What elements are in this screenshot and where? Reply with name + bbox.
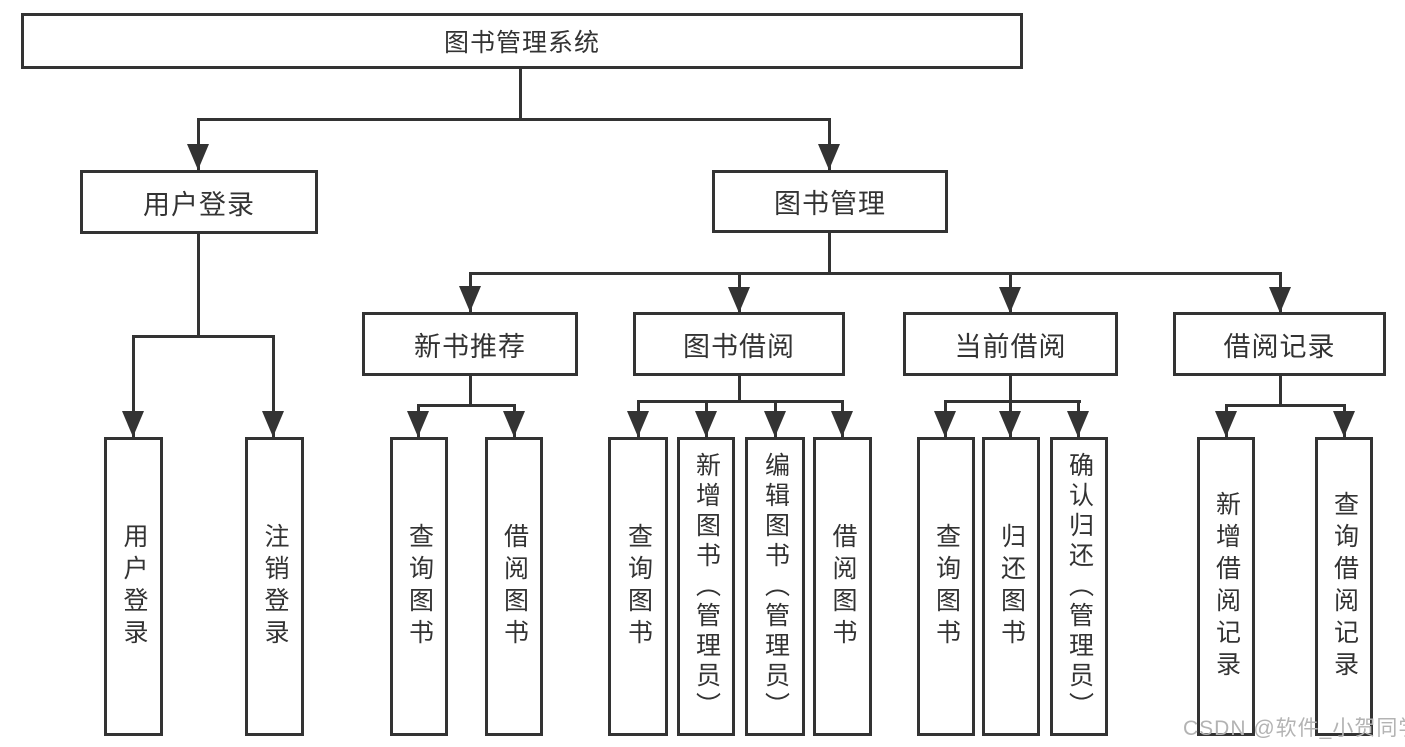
arrowhead-icon xyxy=(831,411,853,437)
leaf-label: 查询借阅记录 xyxy=(1330,490,1359,683)
connector xyxy=(944,400,1081,403)
leaf-query-books-current: 查询图书 xyxy=(917,437,975,736)
node-library-system: 图书管理系统 xyxy=(21,13,1023,69)
arrowhead-icon xyxy=(1269,287,1291,313)
connector xyxy=(1279,376,1282,406)
arrowhead-icon xyxy=(999,287,1021,313)
arrowhead-icon xyxy=(122,411,144,437)
connector xyxy=(637,400,844,403)
node-borrowing-records: 借阅记录 xyxy=(1173,312,1386,376)
arrowhead-icon xyxy=(934,411,956,437)
node-label: 图书借阅 xyxy=(683,331,795,362)
node-book-management: 图书管理 xyxy=(712,170,948,233)
arrowhead-icon xyxy=(1333,411,1355,437)
node-new-book-recommend: 新书推荐 xyxy=(362,312,578,376)
leaf-label: 编辑图书（管理员） xyxy=(761,451,790,722)
leaf-query-books-recommend: 查询图书 xyxy=(390,437,448,736)
node-current-borrowing: 当前借阅 xyxy=(903,312,1118,376)
leaf-label: 查询图书 xyxy=(405,522,434,651)
arrowhead-icon xyxy=(728,287,750,313)
arrowhead-icon xyxy=(999,411,1021,437)
connector xyxy=(417,404,516,407)
leaf-add-book-admin: 新增图书（管理员） xyxy=(677,437,735,736)
arrowhead-icon xyxy=(459,286,481,312)
leaf-label: 归还图书 xyxy=(997,522,1026,651)
node-book-borrowing: 图书借阅 xyxy=(633,312,845,376)
leaf-return-book: 归还图书 xyxy=(982,437,1040,736)
connector xyxy=(132,335,275,338)
leaf-user-login: 用户登录 xyxy=(104,437,163,736)
leaf-borrow-books-recommend: 借阅图书 xyxy=(485,437,543,736)
leaf-add-borrow-record: 新增借阅记录 xyxy=(1197,437,1255,736)
leaf-query-borrow-record: 查询借阅记录 xyxy=(1315,437,1373,736)
connector xyxy=(197,234,200,337)
node-label: 图书管理系统 xyxy=(443,29,600,57)
node-label: 当前借阅 xyxy=(954,331,1067,362)
connector xyxy=(272,335,275,437)
leaf-confirm-return-admin: 确认归还（管理员） xyxy=(1050,437,1108,736)
arrowhead-icon xyxy=(1067,411,1089,437)
leaf-query-books-borrowing: 查询图书 xyxy=(608,437,668,736)
connector xyxy=(469,376,472,406)
connector xyxy=(132,335,135,437)
connector xyxy=(1009,376,1012,402)
arrowhead-icon xyxy=(407,411,429,437)
csdn-watermark: CSDN @软件_小贺同学 xyxy=(1183,717,1405,740)
leaf-label: 确认归还（管理员） xyxy=(1065,451,1094,722)
arrowhead-icon xyxy=(187,144,209,170)
leaf-label: 查询图书 xyxy=(624,522,653,651)
arrowhead-icon xyxy=(818,144,840,170)
connector xyxy=(738,376,741,402)
arrowhead-icon xyxy=(262,411,284,437)
leaf-label: 注销登录 xyxy=(261,522,289,651)
node-user-login: 用户登录 xyxy=(80,170,318,234)
leaf-edit-book-admin: 编辑图书（管理员） xyxy=(745,437,805,736)
leaf-label: 用户登录 xyxy=(120,522,148,651)
leaf-label: 新增借阅记录 xyxy=(1212,490,1241,683)
arrowhead-icon xyxy=(764,411,786,437)
connector xyxy=(828,233,831,275)
arrowhead-icon xyxy=(503,411,525,437)
connector xyxy=(469,272,1282,275)
arrowhead-icon xyxy=(695,411,717,437)
connector xyxy=(197,118,831,121)
node-label: 图书管理 xyxy=(774,189,886,219)
leaf-logout: 注销登录 xyxy=(245,437,304,736)
node-label: 借阅记录 xyxy=(1223,331,1336,362)
arrowhead-icon xyxy=(627,411,649,437)
node-label: 用户登录 xyxy=(143,189,255,220)
leaf-label: 借阅图书 xyxy=(500,522,529,651)
connector xyxy=(519,68,522,118)
node-label: 新书推荐 xyxy=(414,331,526,362)
leaf-label: 借阅图书 xyxy=(829,522,857,651)
leaf-label: 新增图书（管理员） xyxy=(692,451,721,722)
arrowhead-icon xyxy=(1215,411,1237,437)
leaf-label: 查询图书 xyxy=(932,522,961,651)
leaf-borrow-books-borrowing: 借阅图书 xyxy=(813,437,872,736)
connector xyxy=(1225,404,1346,407)
